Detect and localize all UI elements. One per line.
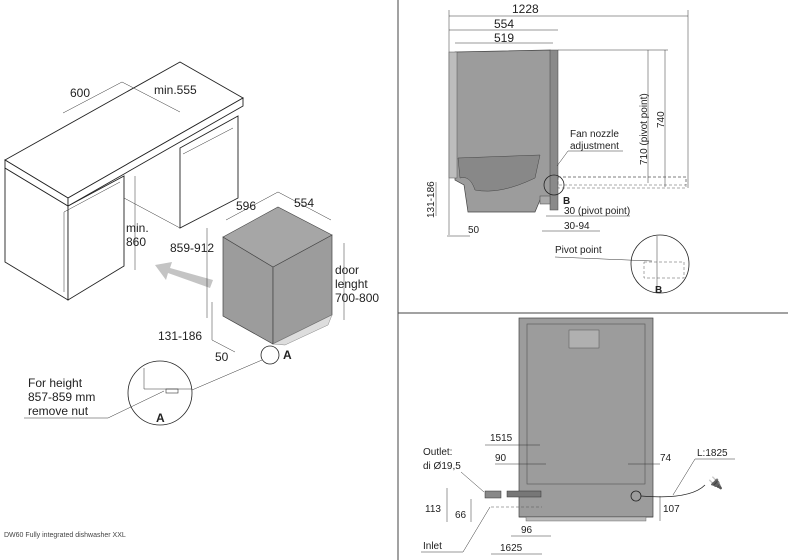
diagram-caption: DW60 Fully integrated dishwasher XXL <box>4 532 126 539</box>
detail-b-marker-label: B <box>563 196 570 207</box>
pivot-offset-label: 30 (pivot point) <box>564 206 630 217</box>
door-length-label-1: door <box>335 263 359 277</box>
side-plinth-depth-label: 50 <box>468 225 480 236</box>
detail-a-label: A <box>156 411 165 425</box>
power-height-label: 107 <box>663 504 680 515</box>
note-line-3: remove nut <box>28 404 89 418</box>
note-line-1: For height <box>28 376 83 390</box>
pivot-height-label: 710 (pivot point) <box>639 93 650 165</box>
outlet-height-label: 113 <box>425 504 441 515</box>
outlet-label-1: Outlet: <box>423 447 452 458</box>
detail-a-circle <box>127 360 193 426</box>
insert-arrow-icon <box>155 262 213 288</box>
inlet-hose-label: 1625 <box>500 543 523 554</box>
inlet-height-label: 66 <box>455 510 467 521</box>
plinth-height-label: 131-186 <box>158 329 202 343</box>
cabinet-depth-label: min.555 <box>154 83 197 97</box>
detail-a-marker-label: A <box>283 348 292 362</box>
detail-b-circle <box>630 234 690 294</box>
plinth-depth-label: 50 <box>215 350 229 364</box>
dim-line-600 <box>62 81 123 114</box>
dim-line-555 <box>121 81 181 113</box>
fan-nozzle-label-1: Fan nozzle <box>570 129 619 140</box>
body-depth-label: 519 <box>494 31 514 45</box>
rear-view: 1515 90 74 L:1825 🔌 Outlet: di Ø19,5 113… <box>421 317 735 555</box>
niche-height-label-1: min. <box>126 221 149 235</box>
side-plinth-height-label: 131-186 <box>426 181 437 218</box>
outlet-hose <box>506 490 542 498</box>
inlet-offset-label: 96 <box>521 525 533 536</box>
door-length-label-3: 700-800 <box>335 291 379 305</box>
detail-b-label: B <box>655 285 662 296</box>
total-depth-label: 1228 <box>512 2 539 16</box>
depth-label: 554 <box>494 17 514 31</box>
power-cable-label: L:1825 <box>697 448 728 459</box>
power-offset-label: 74 <box>660 453 672 464</box>
fan-nozzle-label-2: adjustment <box>570 141 619 152</box>
niche-height-label-2: 860 <box>126 235 146 249</box>
side-view: 1228 554 519 B 710 (pivot point) 740 Fan… <box>426 2 690 296</box>
cabinet-width-label: 600 <box>70 86 90 100</box>
detail-a-marker <box>260 345 280 365</box>
height-label: 740 <box>656 111 667 128</box>
note-line-2: 857-859 mm <box>28 390 95 404</box>
appliance-depth-label: 554 <box>294 196 314 210</box>
door-length-label-2: lenght <box>335 277 368 291</box>
installation-view: 600 min.555 min. 860 596 554 859-912 doo… <box>4 61 379 426</box>
pivot-point-label: Pivot point <box>555 245 602 256</box>
appliance-width-label: 596 <box>236 199 256 213</box>
inlet-label: Inlet <box>423 541 442 552</box>
door-offset-label: 30-94 <box>564 221 590 232</box>
kitchen-cabinet <box>4 61 244 301</box>
outlet-offset-label: 90 <box>495 453 507 464</box>
outlet-hose-label: 1515 <box>490 433 513 444</box>
appliance-height-label: 859-912 <box>170 241 214 255</box>
outlet-label-2: di Ø19,5 <box>423 461 461 472</box>
dishwasher-3d <box>222 206 333 346</box>
plug-icon: 🔌 <box>708 476 723 490</box>
